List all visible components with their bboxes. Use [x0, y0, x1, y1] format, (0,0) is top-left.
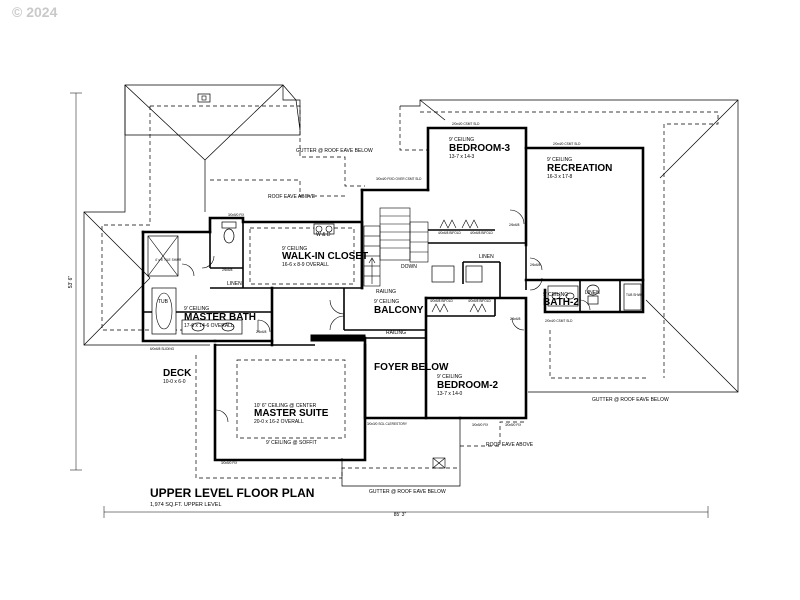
balcony-name: BALCONY — [374, 305, 424, 316]
walls — [141, 126, 645, 462]
railing-note-bottom: RAILING — [386, 330, 406, 336]
master-bath-name: MASTER BATH — [184, 312, 256, 323]
tub-shower-note: TUB SHWR — [626, 293, 644, 297]
master-suite-label: 10' 6" CEILING @ CENTER MASTER SUITE 20-… — [254, 403, 329, 425]
master-suite-size: 20-0 x 16-2 OVERALL — [254, 419, 304, 425]
window-callout: 3/0x5/0 FIX — [505, 423, 522, 427]
deck-size: 10-0 x 6-0 — [163, 379, 186, 385]
soffit-note: 9' CEILING @ SOFFIT — [266, 440, 317, 446]
sliding-door-callout: 6/0x6/8 SLIDING — [150, 347, 175, 351]
dimension-lines — [70, 92, 709, 518]
walk-in-closet-label: 9' CEILING WALK-IN CLOSET 16-6 x 8-9 OVE… — [282, 246, 368, 268]
closet-bifold-callout: 4/0x6/8 BIFOLD — [430, 299, 454, 303]
tile-shower-note: 4' x 5' TILE SHWR — [155, 258, 182, 262]
bath-2-ceiling: 9' CEILING — [543, 292, 568, 298]
gutter-note-bottom: GUTTER @ ROOF EAVE BELOW — [369, 489, 446, 495]
window-callout: 2/0x4/0 CSMT SLD — [452, 122, 480, 126]
walk-in-closet-name: WALK-IN CLOSET — [282, 251, 368, 262]
overall-depth-dimension: 53' 6" — [68, 276, 74, 289]
bedroom-2-name: BEDROOM-2 — [437, 380, 499, 391]
bedroom-2-size: 13-7 x 14-0 — [437, 391, 463, 397]
recreation-name: RECREATION — [547, 163, 612, 174]
bath-2-name: BATH-2 — [543, 297, 579, 308]
walk-in-closet-ceiling: 9' CEILING — [282, 246, 307, 252]
balcony-ceiling: 9' CEILING — [374, 299, 399, 305]
stair — [363, 207, 429, 287]
bedroom-3-ceiling: 9' CEILING — [449, 137, 474, 143]
master-suite-ceiling: 10' 6" CEILING @ CENTER — [254, 403, 317, 409]
window-callout: 2/0x4/0 CSMT SLD — [553, 142, 581, 146]
stair-down-note: DOWN — [401, 264, 417, 270]
walk-in-closet-size: 16-6 x 8-9 OVERALL — [282, 262, 329, 268]
overall-width-dimension: 85' 3" — [394, 512, 407, 518]
bedroom-3-label: 9' CEILING BEDROOM-3 13-7 x 14-3 — [449, 137, 511, 160]
recreation-size: 16-3 x 17-8 — [547, 174, 573, 180]
master-bath-size: 17-6 x 14-6 OVERALL — [184, 323, 234, 329]
gutter-note-top: GUTTER @ ROOF EAVE BELOW — [296, 148, 373, 154]
bath-2-label: 9' CEILING BATH-2 — [543, 292, 579, 308]
door-callout: 2/6x6/8 — [256, 330, 267, 334]
washer-dryer-note: W & D — [316, 232, 331, 238]
door-callout: 2/6x6/8 — [530, 263, 541, 267]
plan-title: UPPER LEVEL FLOOR PLAN — [150, 486, 314, 500]
window-callout: 2/0x4/0 CSMT SLD — [545, 319, 573, 323]
recreation-ceiling: 9' CEILING — [547, 157, 572, 163]
foyer-label: FOYER BELOW — [374, 362, 449, 373]
clerestory-callout: 3/0x3/0 SGL CLERESTORY — [367, 422, 408, 426]
closet-bifold-callout: 4/0x6/8 BIFOLD — [468, 299, 492, 303]
linen-bath-2-note: LINEN — [585, 290, 600, 296]
foyer-name: FOYER BELOW — [374, 362, 449, 373]
eave-lines — [101, 105, 719, 479]
door-callout: 2/6x6/8 — [510, 317, 521, 321]
bedroom-2-label: 9' CEILING BEDROOM-2 13-7 x 14-0 — [437, 374, 499, 397]
balcony-label: 9' CEILING BALCONY — [374, 299, 424, 316]
roof-outline — [83, 84, 739, 487]
fixtures — [147, 221, 642, 469]
deck-label: DECK 10-0 x 6-0 — [163, 368, 192, 385]
railing-note-top: RAILING — [376, 289, 396, 295]
recreation-label: 9' CEILING RECREATION 16-3 x 17-8 — [547, 157, 612, 180]
gutter-note-right: GUTTER @ ROOF EAVE BELOW — [592, 397, 669, 403]
window-callout: 3/0x5/0 FIX — [472, 423, 489, 427]
window-callout: 3/0x5/0 FIX — [221, 461, 238, 465]
plan-subtitle: 1,974 SQ.FT. UPPER LEVEL — [150, 502, 222, 508]
window-callout: 3/0x5/0 FIX — [228, 213, 245, 217]
master-bath-label: 9' CEILING MASTER BATH 17-6 x 14-6 OVERA… — [184, 306, 256, 329]
closet-bifold-callout: 4/0x6/8 BIFOLD — [470, 231, 494, 235]
stair-window-callout: 3/0x4/0 FIXD OVER CSMT SLD — [376, 177, 422, 181]
master-suite-name: MASTER SUITE — [254, 408, 329, 419]
deck-name: DECK — [163, 368, 192, 379]
copyright-watermark: © 2024 — [12, 4, 58, 20]
door-callout: 2/6x6/8 — [222, 268, 233, 272]
linen-master-note: LINEN — [227, 281, 242, 287]
bedroom-2-ceiling: 9' CEILING — [437, 374, 462, 380]
closet-bifold-callout: 4/0x6/8 BIFOLD — [438, 231, 462, 235]
roof-eave-above-note-2: ROOF EAVE ABOVE — [486, 442, 534, 448]
tub-note: TUB — [158, 299, 169, 305]
roof-eave-above-note: ROOF EAVE ABOVE — [268, 194, 316, 200]
master-bath-ceiling: 9' CEILING — [184, 306, 209, 312]
bedroom-3-size: 13-7 x 14-3 — [449, 154, 475, 160]
door-callout: 2/6x6/8 — [509, 223, 520, 227]
door-swings — [181, 209, 591, 423]
bedroom-3-name: BEDROOM-3 — [449, 143, 511, 154]
linen-hall-note: LINEN — [479, 254, 494, 260]
